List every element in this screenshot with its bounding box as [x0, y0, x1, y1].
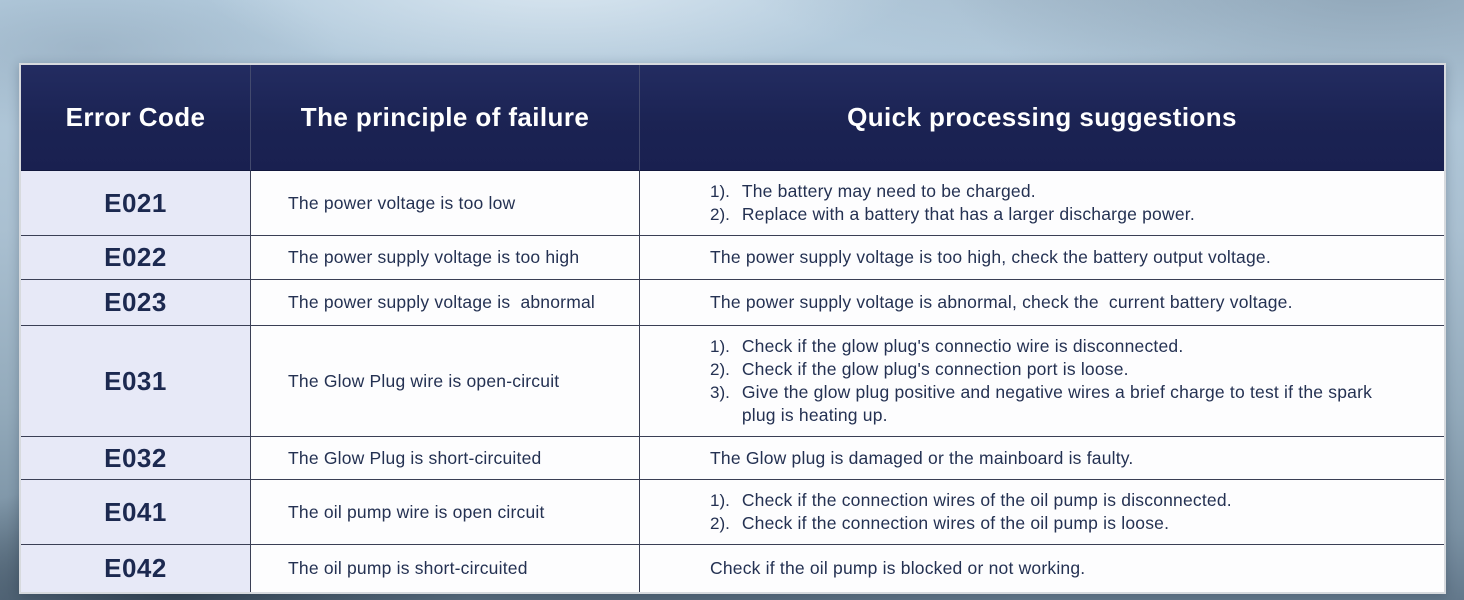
- error-code-table: Error Code The principle of failure Quic…: [19, 63, 1446, 594]
- principle-text: The oil pump wire is open circuit: [288, 501, 545, 522]
- suggestions-cell: 1). Check if the connection wires of the …: [640, 480, 1444, 544]
- suggestion-number: 1).: [710, 337, 730, 356]
- suggestion-text: Check if the glow plug's connectio wire …: [741, 336, 1184, 356]
- error-code-cell: E041: [21, 480, 251, 544]
- suggestion-item: 1). Check if the connection wires of the …: [710, 489, 1232, 512]
- error-code-label: E041: [104, 496, 167, 527]
- table-row: E041 The oil pump wire is open circuit 1).…: [21, 480, 1444, 545]
- suggestions-cell: The power supply voltage is too high, ch…: [640, 236, 1444, 279]
- table-row: E032 The Glow Plug is short-circuited The …: [21, 437, 1444, 480]
- suggestions-cell: Check if the oil pump is blocked or not …: [640, 545, 1444, 592]
- principle-cell: The Glow Plug wire is open-circuit: [251, 326, 640, 436]
- error-code-label: E023: [104, 287, 167, 317]
- suggestion-number: 1).: [710, 491, 730, 510]
- suggestion-item: The Glow plug is damaged or the mainboar…: [710, 447, 1134, 470]
- error-code-cell: E042: [21, 545, 251, 592]
- suggestion-item: 2). Check if the connection wires of the …: [710, 512, 1169, 535]
- header-cell-error-code: Error Code: [21, 65, 251, 171]
- principle-cell: The power supply voltage is too high: [251, 236, 640, 279]
- error-code-cell: E023: [21, 280, 251, 325]
- error-code-label: E022: [104, 242, 167, 272]
- suggestion-text: Check if the connection wires of the oil…: [741, 513, 1170, 533]
- suggestion-text: Check if the oil pump is blocked or not …: [710, 558, 1086, 578]
- suggestions-cell: The Glow plug is damaged or the mainboar…: [640, 437, 1444, 479]
- principle-text: The power voltage is too low: [288, 192, 516, 213]
- suggestion-item: 2). Replace with a battery that has a lar…: [710, 203, 1195, 226]
- principle-cell: The power voltage is too low: [251, 171, 640, 235]
- suggestion-item: Check if the oil pump is blocked or not …: [710, 557, 1085, 580]
- error-code-cell: E022: [21, 236, 251, 279]
- error-code-cell: E031: [21, 326, 251, 436]
- suggestion-item: 1). The battery may need to be charged.: [710, 180, 1036, 203]
- table-row: E021 The power voltage is too low 1). The b…: [21, 171, 1444, 236]
- suggestion-number: 2).: [710, 514, 730, 533]
- suggestion-text: The battery may need to be charged.: [741, 181, 1036, 201]
- suggestion-text: Give the glow plug positive and negative…: [741, 382, 1378, 425]
- suggestion-item: 3). Give the glow plug positive and negat…: [710, 381, 1382, 427]
- suggestion-number: 1).: [710, 182, 730, 201]
- suggestions-cell: The power supply voltage is abnormal, ch…: [640, 280, 1444, 325]
- principle-text: The power supply voltage is abnormal: [288, 292, 596, 312]
- suggestion-item: The power supply voltage is abnormal, ch…: [710, 291, 1293, 314]
- suggestions-cell: 1). Check if the glow plug's connectio wi…: [640, 326, 1444, 436]
- suggestion-text: Check if the connection wires of the oil…: [741, 490, 1232, 510]
- error-code-label: E042: [104, 553, 167, 583]
- error-code-cell: E032: [21, 437, 251, 479]
- header-cell-suggestions: Quick processing suggestions: [640, 65, 1444, 171]
- table-row: E042 The oil pump is short-circuited Check…: [21, 545, 1444, 592]
- header-label: Quick processing suggestions: [847, 102, 1237, 132]
- principle-text: The Glow Plug wire is open-circuit: [288, 370, 560, 391]
- suggestion-text: The power supply voltage is too high, ch…: [710, 247, 1271, 267]
- suggestion-text: The power supply voltage is abnormal, ch…: [710, 292, 1293, 312]
- suggestion-item: 1). Check if the glow plug's connectio wi…: [710, 335, 1183, 358]
- suggestions-cell: 1).The battery may need to be charged.2)…: [640, 171, 1444, 235]
- suggestion-number: 2).: [710, 205, 730, 224]
- principle-cell: The oil pump is short-circuited: [251, 545, 640, 592]
- principle-text: The Glow Plug is short-circuited: [288, 447, 542, 468]
- header-cell-principle: The principle of failure: [251, 65, 640, 171]
- principle-text: The power supply voltage is too high: [288, 247, 580, 267]
- principle-cell: The Glow Plug is short-circuited: [251, 437, 640, 479]
- error-code-label: E032: [104, 442, 167, 473]
- principle-text: The oil pump is short-circuited: [288, 558, 528, 578]
- suggestion-number: 2).: [710, 360, 730, 379]
- table-row: E022 The power supply voltage is too high…: [21, 236, 1444, 280]
- suggestion-text: Replace with a battery that has a larger…: [741, 204, 1195, 224]
- error-code-label: E031: [104, 365, 167, 396]
- suggestion-number: 3).: [710, 383, 730, 402]
- table-body: E021 The power voltage is too low 1). The b…: [21, 171, 1444, 592]
- error-code-cell: E021: [21, 171, 251, 235]
- suggestion-text: The Glow plug is damaged or the mainboar…: [710, 447, 1134, 468]
- suggestion-text: Check if the glow plug's connection port…: [741, 359, 1129, 379]
- suggestion-item: 2). Check if the glow plug's connection p…: [710, 358, 1129, 381]
- principle-cell: The power supply voltage is abnormal: [251, 280, 640, 325]
- table-row: E023 The power supply voltage is abnormal…: [21, 280, 1444, 326]
- header-label: Error Code: [65, 102, 206, 132]
- table-header-row: Error Code The principle of failure Quic…: [21, 65, 1444, 171]
- principle-cell: The oil pump wire is open circuit: [251, 480, 640, 544]
- suggestion-item: The power supply voltage is too high, ch…: [710, 246, 1271, 269]
- error-code-label: E021: [104, 187, 167, 218]
- table-row: E031 The Glow Plug wire is open-circuit 1)…: [21, 326, 1444, 437]
- header-label: The principle of failure: [300, 102, 590, 132]
